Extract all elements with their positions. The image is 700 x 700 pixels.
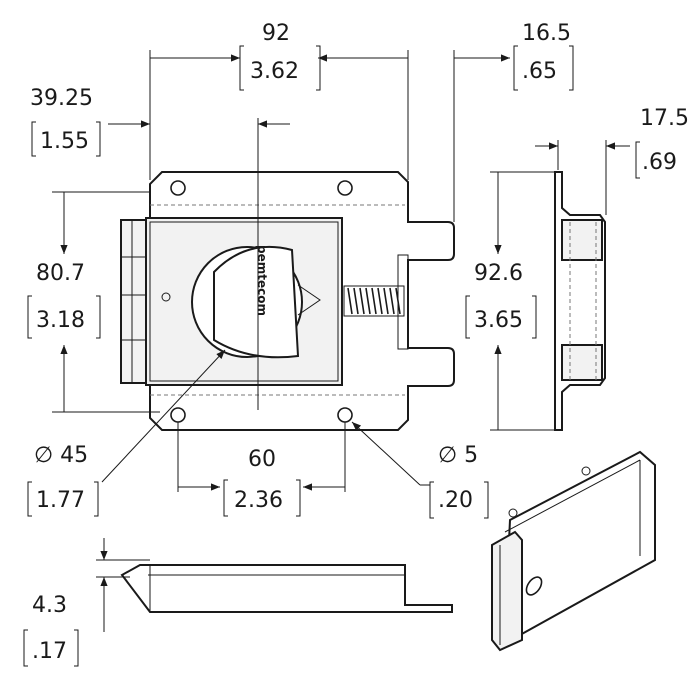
dim-hole-spacing: 60 2.36 xyxy=(177,422,346,517)
dim-hole-diameter: ∅ 5 .20 xyxy=(351,421,489,519)
dim-height-side-inch: 3.65 xyxy=(474,308,523,333)
dim-hole-diameter-inch: .20 xyxy=(438,488,473,513)
iso-main-face xyxy=(503,450,656,637)
dim-hole-inset-inch: 1.55 xyxy=(40,129,89,154)
dim-side-depth-mm: 17.5 xyxy=(640,106,689,131)
front-view: pemtecom xyxy=(120,171,455,431)
dim-side-depth: 17.5 .69 xyxy=(535,106,689,215)
dim-side-depth-inch: .69 xyxy=(642,150,677,175)
side-profile xyxy=(554,171,606,431)
isometric-view xyxy=(491,450,656,652)
mounting-hole-top-left xyxy=(170,180,186,196)
brand-marking: pemtecom xyxy=(255,245,269,316)
dim-cylinder-diameter-mm: ∅ 45 xyxy=(34,443,88,468)
dim-width-overall: 92 3.62 xyxy=(149,21,409,180)
dim-width-overall-inch: 3.62 xyxy=(250,59,299,84)
side-view xyxy=(554,171,606,431)
dim-hole-diameter-mm: ∅ 5 xyxy=(438,443,478,468)
dim-height-side-mm: 92.6 xyxy=(474,261,523,286)
dim-thickness-inch: .17 xyxy=(32,639,67,664)
dim-height-body-inch: 3.18 xyxy=(36,308,85,333)
dim-hole-inset: 39.25 1.55 xyxy=(30,86,290,410)
dim-cylinder-diameter-inch: 1.77 xyxy=(36,488,85,513)
dim-hole-spacing-mm: 60 xyxy=(248,447,276,472)
left-edge-tabs xyxy=(120,219,150,384)
dim-height-body: 80.7 3.18 xyxy=(27,191,160,413)
dim-strike-offset: 16.5 .65 xyxy=(453,21,574,222)
dim-height-body-mm: 80.7 xyxy=(36,261,85,286)
spring xyxy=(343,285,405,317)
dim-thickness: 4.3 .17 xyxy=(23,538,150,667)
dim-strike-offset-mm: 16.5 xyxy=(522,21,571,46)
dim-cylinder-diameter: ∅ 45 1.77 xyxy=(27,349,226,517)
dim-width-overall-mm: 92 xyxy=(262,21,290,46)
bottom-view xyxy=(120,564,453,613)
dim-thickness-mm: 4.3 xyxy=(32,593,67,618)
dim-hole-inset-mm: 39.25 xyxy=(30,86,93,111)
bottom-profile xyxy=(120,564,453,613)
mounting-hole-top-right xyxy=(337,180,353,196)
dim-hole-spacing-inch: 2.36 xyxy=(234,488,283,513)
dim-strike-offset-inch: .65 xyxy=(522,59,557,84)
dim-height-side: 92.6 3.65 xyxy=(465,171,555,431)
